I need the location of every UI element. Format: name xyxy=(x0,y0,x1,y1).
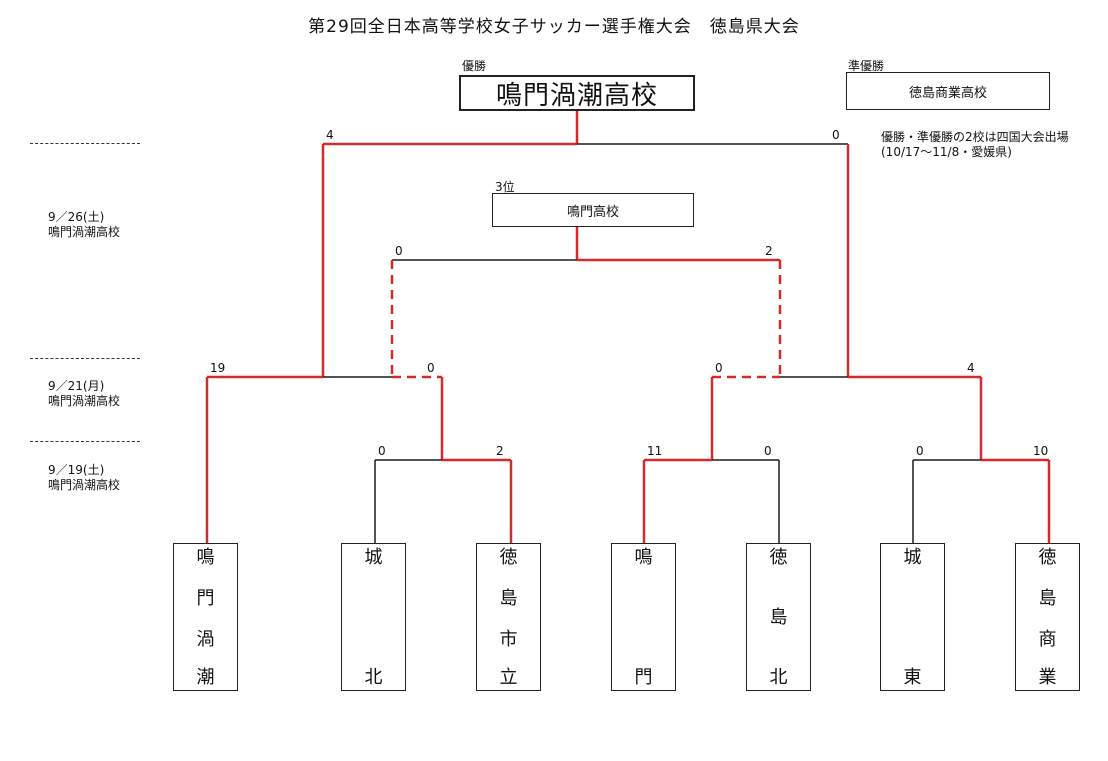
team-char: 潮 xyxy=(196,667,215,688)
round-venue: 鳴門渦潮高校 xyxy=(48,478,121,492)
team-char: 門 xyxy=(634,667,653,688)
score-sf1-right: 0 xyxy=(427,361,435,375)
runner-up-box: 徳島商業高校 xyxy=(846,72,1050,110)
team-box-tokushima-kita: 徳 島 北 xyxy=(746,543,811,691)
team-char: 門 xyxy=(196,588,215,609)
team-char: 東 xyxy=(903,667,922,688)
team-char: 島 xyxy=(499,588,518,609)
round-info-3: 9／19(土) 鳴門渦潮高校 xyxy=(48,463,120,493)
team-char: 北 xyxy=(769,667,788,688)
round-date: 9／26(土) xyxy=(48,210,105,224)
team-box-johoku: 城 北 xyxy=(341,543,406,691)
team-char: 島 xyxy=(1038,588,1057,609)
note-line-2: (10/17〜11/8・愛媛県) xyxy=(881,145,1012,159)
round-divider-2 xyxy=(30,358,140,359)
score-qf1-right: 2 xyxy=(496,444,504,458)
third-label: 3位 xyxy=(495,180,515,194)
team-box-tokushima-shogyo: 徳 島 商 業 xyxy=(1015,543,1080,691)
team-char: 島 xyxy=(769,607,788,628)
score-third-left: 0 xyxy=(395,244,403,258)
team-char: 渦 xyxy=(196,629,215,650)
team-box-tokushima-shiritsu: 徳 島 市 立 xyxy=(476,543,541,691)
winner-label: 優勝 xyxy=(462,59,487,73)
round-date: 9／19(土) xyxy=(48,463,105,477)
note-line-1: 優勝・準優勝の2校は四国大会出場 xyxy=(881,130,1069,144)
qualification-note: 優勝・準優勝の2校は四国大会出場 (10/17〜11/8・愛媛県) xyxy=(881,130,1069,160)
team-char: 商 xyxy=(1038,629,1057,650)
runner-up-label: 準優勝 xyxy=(848,59,885,73)
team-char: 北 xyxy=(364,667,383,688)
score-sf1-left: 19 xyxy=(210,361,226,375)
team-char: 鳴 xyxy=(196,547,215,568)
team-char: 徳 xyxy=(1038,547,1057,568)
round-info-1: 9／26(土) 鳴門渦潮高校 xyxy=(48,210,120,240)
score-sf2-left: 0 xyxy=(715,361,723,375)
round-divider-1 xyxy=(30,143,140,144)
team-char: 城 xyxy=(364,547,383,568)
team-char: 市 xyxy=(499,629,518,650)
team-box-joto: 城 東 xyxy=(880,543,945,691)
page-title: 第29回全日本高等学校女子サッカー選手権大会 徳島県大会 xyxy=(308,17,800,37)
score-final-right: 0 xyxy=(832,128,840,142)
score-qf3-left: 0 xyxy=(916,444,924,458)
team-char: 徳 xyxy=(769,547,788,568)
score-qf2-left: 11 xyxy=(647,444,663,458)
score-qf1-left: 0 xyxy=(378,444,386,458)
round-venue: 鳴門渦潮高校 xyxy=(48,394,121,408)
team-char: 鳴 xyxy=(634,547,653,568)
team-char: 城 xyxy=(903,547,922,568)
team-box-naruto-uzushio: 鳴 門 渦 潮 xyxy=(173,543,238,691)
round-date: 9／21(月) xyxy=(48,379,105,393)
score-sf2-right: 4 xyxy=(967,361,975,375)
score-final-left: 4 xyxy=(326,128,334,142)
winner-box: 鳴門渦潮高校 xyxy=(459,75,695,111)
score-qf3-right: 10 xyxy=(1033,444,1049,458)
team-char: 立 xyxy=(499,667,518,688)
round-divider-3 xyxy=(30,441,140,442)
third-box: 鳴門高校 xyxy=(492,193,694,227)
score-qf2-right: 0 xyxy=(764,444,772,458)
round-venue: 鳴門渦潮高校 xyxy=(48,225,121,239)
team-char: 業 xyxy=(1038,667,1057,688)
score-third-right: 2 xyxy=(765,244,773,258)
team-char: 徳 xyxy=(499,547,518,568)
team-box-naruto: 鳴 門 xyxy=(611,543,676,691)
round-info-2: 9／21(月) 鳴門渦潮高校 xyxy=(48,379,120,409)
